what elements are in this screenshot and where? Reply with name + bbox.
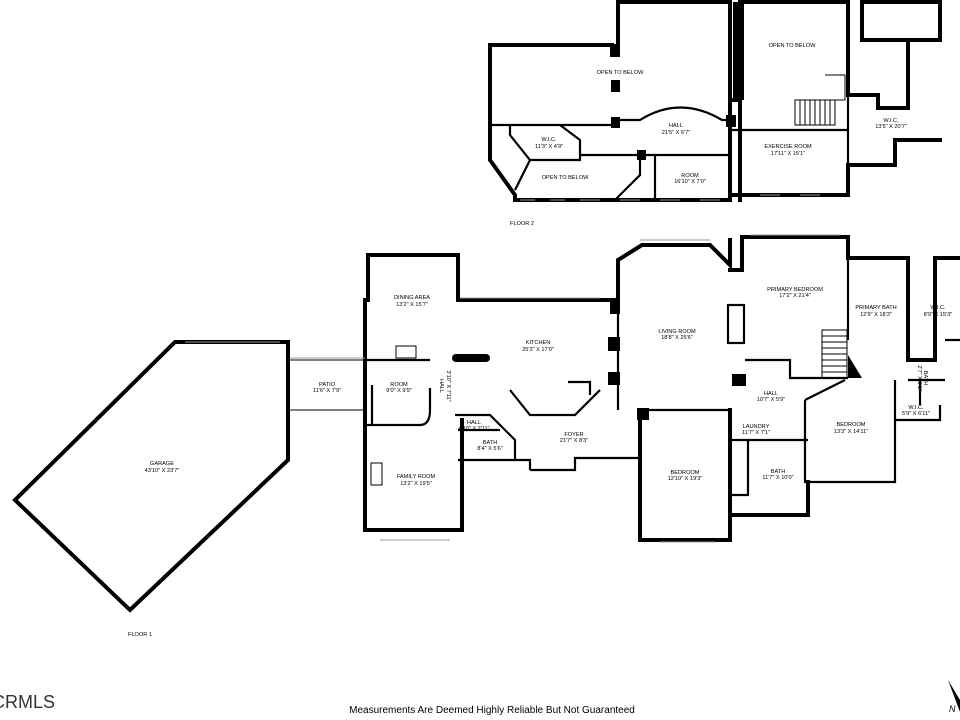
f2-room-name: OPEN TO BELOW bbox=[597, 70, 644, 76]
f2-room-size: 13'5" X 20'7" bbox=[875, 124, 907, 130]
f2-room-name: HALL bbox=[669, 123, 683, 129]
compass-icon: N bbox=[948, 680, 960, 714]
f1-room-size: 11'7" X 7'1" bbox=[742, 430, 770, 436]
f1-room-name: BATH bbox=[771, 469, 786, 475]
f1-room-size: 11'6" X 7'9" bbox=[313, 388, 341, 394]
f1-room-name: BEDROOM bbox=[837, 422, 866, 428]
f1-room-size: 5'9" X 6'11" bbox=[902, 411, 930, 417]
f1-room-size: 18'8" X 25'6" bbox=[661, 335, 693, 341]
compass-label: N bbox=[949, 704, 956, 714]
floor-2-plan bbox=[488, 0, 942, 202]
f1-room-name: ROOM bbox=[390, 382, 408, 388]
f1-room-size: 10'7" X 5'9" bbox=[757, 397, 786, 403]
f1-room-name: BATH bbox=[483, 440, 498, 446]
f1-room-name: DINING AREA bbox=[394, 295, 430, 301]
f2-room-size: 17'11" X 15'1" bbox=[771, 151, 805, 157]
f1-room-size: 4'10" X 2'11" bbox=[458, 426, 489, 432]
f1-room-size: 25'3" X 17'0" bbox=[522, 347, 554, 353]
f1-room-name: BEDROOM bbox=[671, 470, 700, 476]
f2-room-name: W.I.C. bbox=[541, 137, 557, 143]
floor-1-plan bbox=[12, 234, 960, 613]
f1-room-name: HALL bbox=[467, 420, 481, 426]
floor-1-label: FLOOR 1 bbox=[128, 632, 152, 638]
f2-room-size: 21'5" X 6'7" bbox=[662, 130, 691, 136]
f1-room-size: 12'10" X 19'3" bbox=[668, 476, 703, 482]
f1-room-size: 21'7" X 8'3" bbox=[560, 438, 589, 444]
f1-room-size: 8'4" X 5'6" bbox=[477, 446, 502, 452]
f1-room-name: GARAGE bbox=[150, 461, 174, 467]
f1-room-name: W.I.C. bbox=[930, 305, 946, 311]
f1-room-name: PRIMARY BEDROOM bbox=[767, 287, 823, 293]
watermark: CRMLS bbox=[0, 692, 55, 712]
f1-room-size: 13'2" X 19'5" bbox=[400, 481, 432, 487]
f1-room-name: HALL bbox=[438, 379, 444, 393]
f1-room-size: 43'10" X 23'7" bbox=[145, 468, 180, 474]
f1-room-name: LAUNDRY bbox=[743, 424, 770, 430]
f2-room-name: OPEN TO BELOW bbox=[769, 43, 816, 49]
f1-room-name: PRIMARY BATH bbox=[855, 305, 896, 311]
f2-room-name: ROOM bbox=[681, 173, 699, 179]
f2-room-name: OPEN TO BELOW bbox=[542, 175, 589, 181]
f1-room-size: 13'2" X 15'7" bbox=[396, 302, 428, 308]
f1-room-size: 9'0" X 9'9" bbox=[386, 388, 411, 394]
f2-room-size: 11'3" X 4'9" bbox=[535, 144, 563, 150]
f1-room-name: KITCHEN bbox=[526, 340, 551, 346]
f1-room-name: FOYER bbox=[564, 432, 583, 438]
f1-room-name: W.I.C. bbox=[908, 405, 924, 411]
f1-room-size: 17'2" X 21'4" bbox=[779, 293, 811, 299]
f2-room-name: EXERCISE ROOM bbox=[764, 144, 812, 150]
f1-room-size: 11'7" X 10'0" bbox=[762, 475, 793, 481]
f1-room-name: BATH bbox=[922, 371, 928, 386]
f1-room-name: HALL bbox=[764, 391, 778, 397]
f1-room-size: 3'10" X 7'11" bbox=[445, 370, 451, 401]
f2-room-size: 16'10" X 7'0" bbox=[674, 179, 706, 185]
f1-room-name: PATIO bbox=[319, 382, 336, 388]
f1-room-name: FAMILY ROOM bbox=[397, 474, 436, 480]
f1-room-size: 8'9" X 15'3" bbox=[924, 312, 953, 318]
f1-room-size: 13'3" X 14'11" bbox=[834, 429, 868, 435]
f2-room-name: W.I.C. bbox=[883, 118, 899, 124]
f1-room-name: LIVING ROOM bbox=[658, 329, 696, 335]
f1-room-size: 2'7" X 5'1" bbox=[916, 365, 922, 390]
f1-room-size: 12'9" X 18'3" bbox=[860, 312, 892, 318]
footer-note: Measurements Are Deemed Highly Reliable … bbox=[349, 705, 635, 716]
floor-2-label: FLOOR 2 bbox=[510, 221, 534, 227]
